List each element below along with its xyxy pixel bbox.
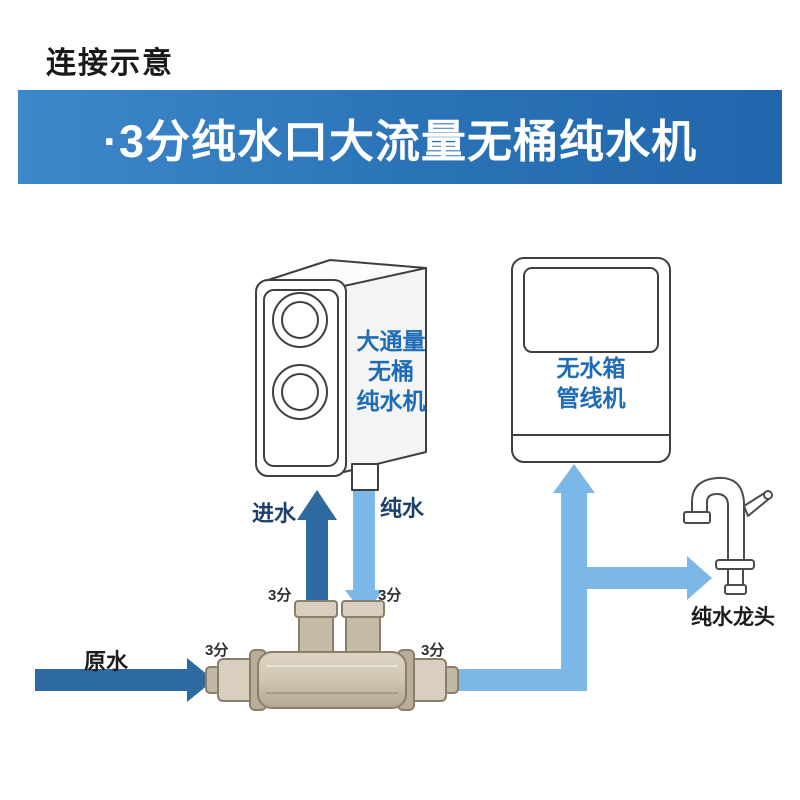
purifier-illustration — [255, 259, 427, 491]
banner-title: ·3分纯水口大流量无桶纯水机 — [102, 115, 697, 167]
purifier-outlet — [351, 463, 379, 491]
faucet-label: 纯水龙头 — [691, 606, 775, 629]
purifier-label-line2: 无桶 — [368, 358, 414, 384]
pipeline-machine-label: 无水箱 管线机 — [556, 353, 626, 413]
pipeline-label-line2: 管线机 — [556, 385, 626, 411]
connector-illustration — [205, 600, 459, 711]
raw-water-label: 原水 — [84, 649, 129, 674]
purifier-label-line3: 纯水机 — [356, 388, 426, 414]
pipeline-machine-illustration — [511, 257, 671, 463]
pipe-arrowhead-to-faucet — [687, 556, 712, 600]
size-label-left-fitting: 3分 — [205, 642, 229, 659]
size-label-pure-port: 3分 — [378, 587, 402, 604]
faucet-icon — [683, 476, 773, 595]
inlet-label: 进水 — [252, 501, 297, 526]
pure-water-label: 纯水 — [380, 496, 425, 521]
raw-water-arrow — [35, 658, 214, 702]
pipeline-label-line1: 无水箱 — [556, 355, 626, 381]
purifier-label: 大通量 无桶 纯水机 — [350, 326, 432, 416]
connection-diagram-illustration — [35, 257, 773, 711]
product-banner: ·3分纯水口大流量无桶纯水机 — [18, 90, 782, 184]
connector-port-inlet — [298, 615, 334, 653]
size-label-right-fitting: 3分 — [421, 642, 445, 659]
connector-body — [257, 651, 407, 709]
page-title: 连接示意 — [46, 47, 174, 80]
connector-port-pure — [345, 615, 381, 653]
pipe-arrowhead-to-pipeline — [553, 464, 595, 493]
size-label-inlet-port: 3分 — [268, 587, 292, 604]
pure-water-pipe — [452, 464, 712, 691]
purifier-label-line1: 大通量 — [356, 328, 426, 354]
